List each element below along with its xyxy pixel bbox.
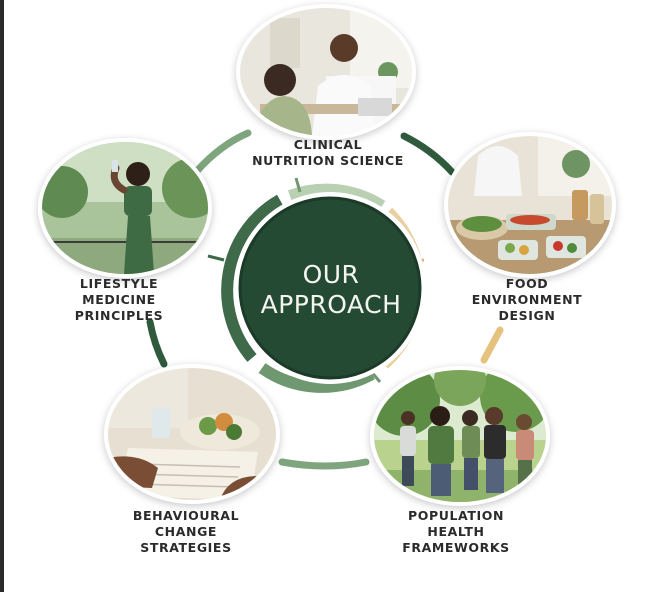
center-title: OUR APPROACH: [246, 250, 416, 330]
ring-tick: [294, 177, 302, 193]
node-label-population: POPULATION HEALTH FRAMEWORKS: [386, 508, 526, 556]
left-frame-edge: [0, 0, 4, 592]
node-label-behavioural-line-3: STRATEGIES: [140, 540, 232, 555]
connector-arc-top-right: [400, 132, 456, 176]
doctor-consultation-photo: [236, 4, 416, 140]
connector-arc-bottom: [278, 458, 370, 470]
node-label-lifestyle: LIFESTYLE MEDICINE PRINCIPLES: [54, 276, 184, 324]
center-title-line-2: APPROACH: [260, 290, 402, 319]
node-label-behavioural-line-2: CHANGE: [154, 524, 218, 539]
connector-arc-right: [480, 326, 504, 364]
node-label-lifestyle-line-1: LIFESTYLE: [79, 276, 159, 291]
node-label-population-line-2: HEALTH: [427, 524, 485, 539]
node-label-food-line-2: ENVIRONMENT: [471, 292, 583, 307]
ring-tick: [207, 254, 225, 262]
node-label-food-line-1: FOOD: [505, 276, 549, 291]
node-label-food: FOOD ENVIRONMENT DESIGN: [460, 276, 594, 324]
connector-arc-left: [146, 318, 168, 368]
connector-arc-top-left: [192, 129, 252, 176]
ring-segment-top: [287, 183, 386, 212]
ring-segment-left: [221, 194, 284, 362]
node-label-lifestyle-line-3: PRINCIPLES: [74, 308, 164, 323]
center-disc: [240, 198, 420, 378]
node-label-behavioural: BEHAVIOURAL CHANGE STRATEGIES: [116, 508, 256, 556]
node-label-clinical-line-1: CLINICAL: [293, 137, 363, 152]
node-label-food-line-3: DESIGN: [498, 308, 556, 323]
fitness-hydration-photo: [38, 138, 212, 278]
ring-segment-bottom: [258, 363, 375, 393]
node-label-clinical: CLINICAL NUTRITION SCIENCE: [230, 137, 426, 169]
meal-prep-photo: [444, 132, 616, 278]
node-label-population-line-3: FRAMEWORKS: [402, 540, 510, 555]
node-label-clinical-line-2: NUTRITION SCIENCE: [252, 153, 404, 168]
journaling-photo: [104, 364, 280, 504]
center-title-line-1: OUR: [302, 260, 360, 289]
group-walking-photo: [370, 366, 550, 506]
node-label-behavioural-line-1: BEHAVIOURAL: [132, 508, 240, 523]
node-label-population-line-1: POPULATION: [407, 508, 505, 523]
center-disc-shade: [238, 196, 422, 380]
node-label-lifestyle-line-2: MEDICINE: [82, 292, 156, 307]
